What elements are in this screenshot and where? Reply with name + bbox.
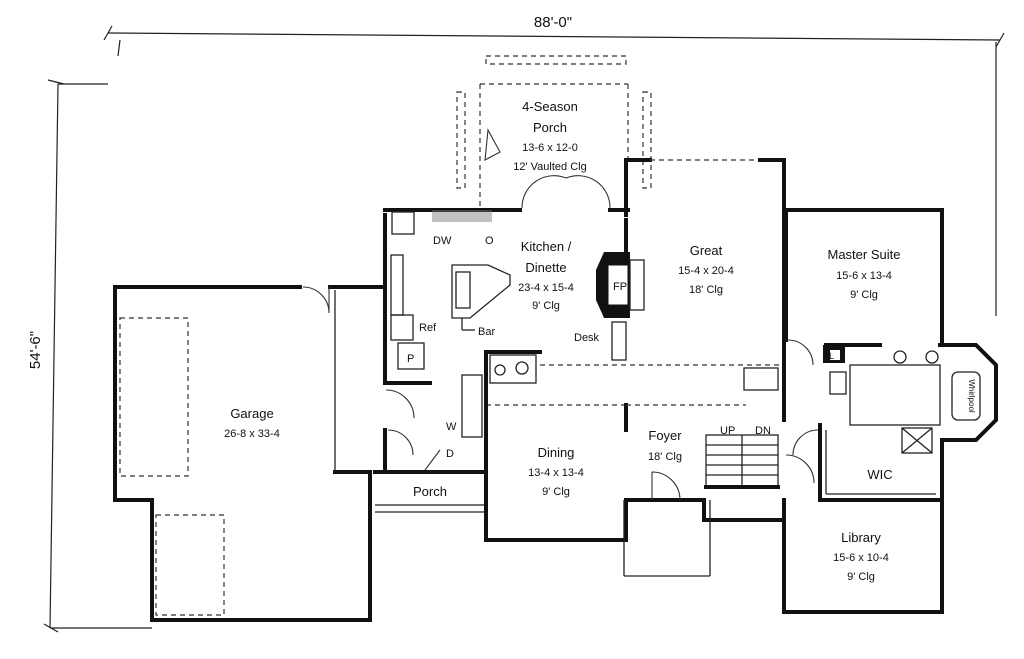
- oven-label: O: [485, 235, 494, 247]
- master-suite-walls: [784, 208, 998, 454]
- porch-label: Porch: [413, 484, 447, 499]
- kitchen-label: Kitchen / Dinette 23-4 x 15-4 9' Clg: [518, 239, 574, 312]
- whirlpool-label: Whirlpool: [967, 379, 976, 413]
- refrigerator-label: Ref: [419, 322, 437, 334]
- great-room-walls: [540, 158, 786, 391]
- svg-text:Kitchen /: Kitchen /: [521, 239, 572, 254]
- garage-walls: [113, 258, 387, 622]
- dining-walls: [484, 350, 628, 542]
- depth-dimension: 54'-6": [27, 331, 44, 369]
- svg-text:Master Suite: Master Suite: [828, 247, 901, 262]
- pantry-label: P: [407, 353, 414, 365]
- svg-text:18' Clg: 18' Clg: [689, 284, 723, 296]
- foyer-label: Foyer 18' Clg: [648, 428, 682, 463]
- season-porch-walls: [456, 55, 652, 217]
- svg-text:13-6 x 12-0: 13-6 x 12-0: [522, 142, 578, 154]
- library-walls: [782, 363, 944, 614]
- dimension-lines: [43, 25, 1005, 633]
- svg-text:9' Clg: 9' Clg: [850, 289, 878, 301]
- svg-text:Garage: Garage: [230, 406, 273, 421]
- svg-text:Porch: Porch: [533, 120, 567, 135]
- svg-text:9' Clg: 9' Clg: [847, 571, 875, 583]
- library-label: Library 15-6 x 10-4 9' Clg: [833, 530, 889, 583]
- svg-text:15-6 x 10-4: 15-6 x 10-4: [833, 552, 889, 564]
- svg-text:15-6 x 13-4: 15-6 x 13-4: [836, 270, 892, 282]
- svg-text:13-4 x 13-4: 13-4 x 13-4: [528, 467, 584, 479]
- svg-text:23-4 x 15-4: 23-4 x 15-4: [518, 282, 574, 294]
- kitchen-walls: [383, 208, 645, 361]
- dining-label: Dining 13-4 x 13-4 9' Clg: [528, 445, 584, 498]
- svg-text:Library: Library: [841, 530, 881, 545]
- mudroom-walls: [373, 213, 488, 513]
- garage-label: Garage 26-8 x 33-4: [224, 406, 280, 440]
- dryer-label: D: [446, 448, 454, 460]
- width-dimension: 88'-0": [534, 14, 572, 31]
- wic-label: WIC: [867, 467, 892, 482]
- linen-label: L: [829, 351, 834, 361]
- season-porch-label: 4-Season Porch 13-6 x 12-0 12' Vaulted C…: [513, 99, 586, 173]
- wic-walls: [792, 423, 944, 502]
- desk-label: Desk: [574, 332, 600, 344]
- svg-text:4-Season: 4-Season: [522, 99, 578, 114]
- svg-text:9' Clg: 9' Clg: [532, 300, 560, 312]
- svg-text:Dining: Dining: [538, 445, 575, 460]
- svg-text:26-8 x 33-4: 26-8 x 33-4: [224, 428, 280, 440]
- svg-text:12' Vaulted Clg: 12' Vaulted Clg: [513, 161, 586, 173]
- svg-text:Great: Great: [690, 243, 723, 258]
- fireplace-label: FP: [613, 281, 627, 293]
- svg-text:Dinette: Dinette: [525, 260, 566, 275]
- svg-text:15-4 x 20-4: 15-4 x 20-4: [678, 265, 734, 277]
- great-room-label: Great 15-4 x 20-4 18' Clg: [678, 243, 734, 296]
- stairs-up-label: UP: [720, 425, 735, 437]
- bar-label: Bar: [478, 326, 495, 338]
- svg-text:9' Clg: 9' Clg: [542, 486, 570, 498]
- foyer-walls: [623, 404, 786, 577]
- washer-label: W: [446, 421, 457, 433]
- master-suite-label: Master Suite 15-6 x 13-4 9' Clg: [828, 247, 901, 301]
- svg-text:18' Clg: 18' Clg: [648, 451, 682, 463]
- dishwasher-label: DW: [433, 235, 452, 247]
- stairs-down-label: DN: [755, 425, 771, 437]
- svg-text:Foyer: Foyer: [648, 428, 682, 443]
